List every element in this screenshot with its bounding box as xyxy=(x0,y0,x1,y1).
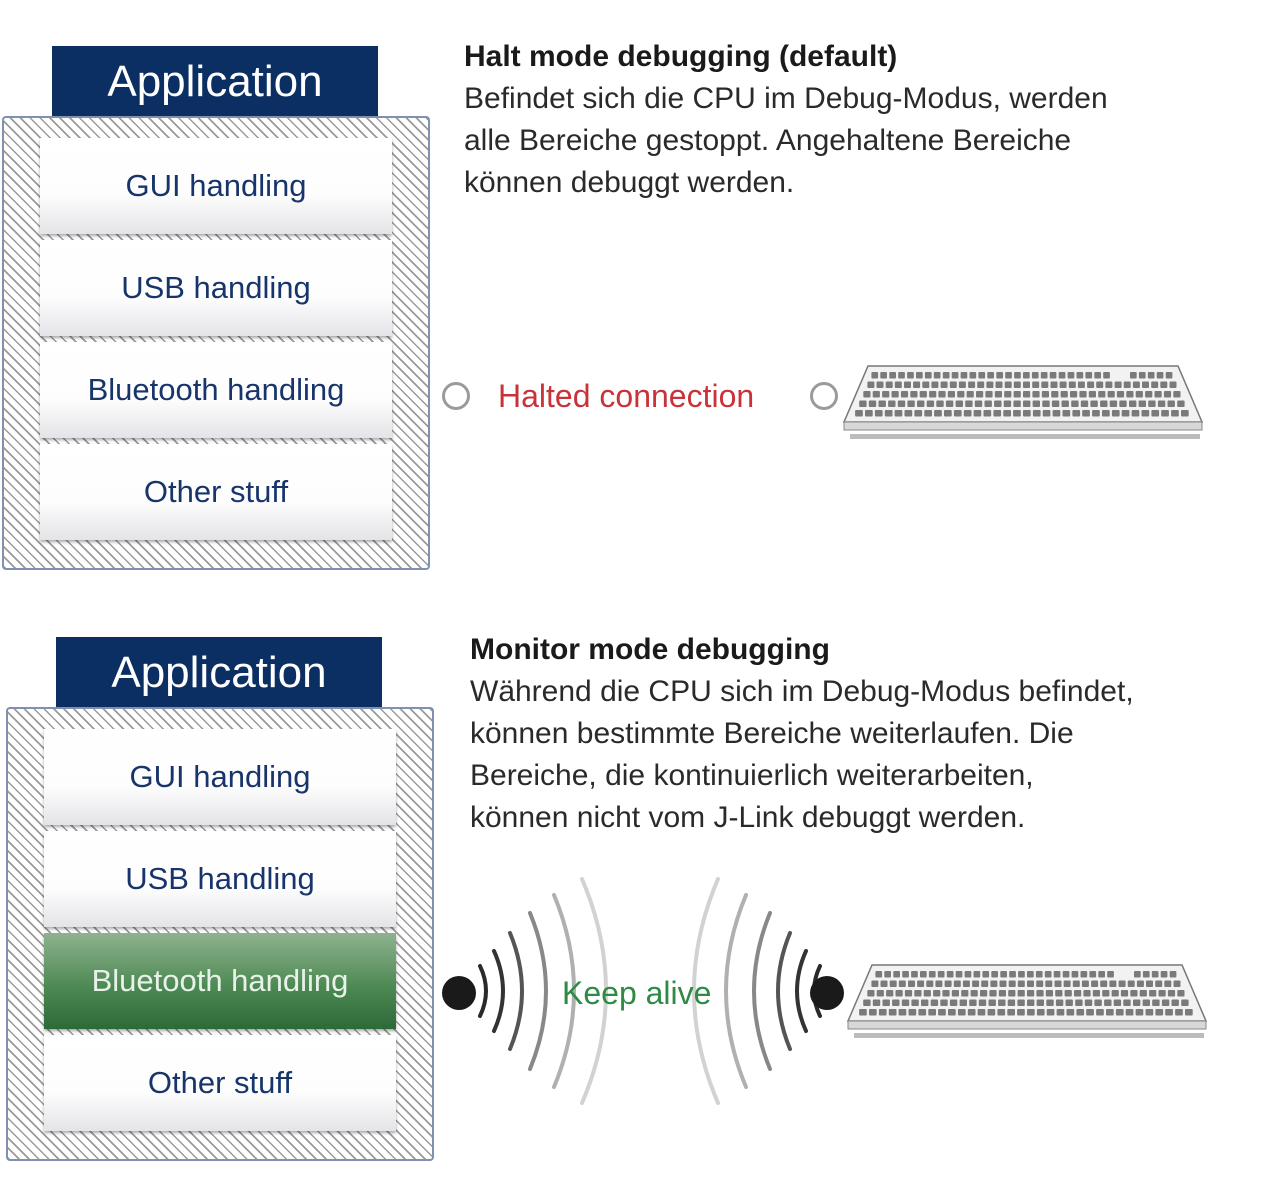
keep-alive-label: Keep alive xyxy=(562,975,712,1011)
keyboard-icon xyxy=(842,365,1204,439)
application-title: Application xyxy=(52,46,378,118)
description-line: können nicht vom J-Link debuggt werden. xyxy=(470,801,1026,834)
description-line: Bereiche, die kontinuierlich weiterarbei… xyxy=(470,759,1034,792)
hollow-circle-icon xyxy=(810,382,838,410)
module-other-stuff: Other stuff xyxy=(40,444,392,540)
application-title: Application xyxy=(56,637,382,709)
description-line: Befindet sich die CPU im Debug-Modus, we… xyxy=(464,82,1108,115)
filled-circle-icon xyxy=(810,976,844,1010)
hollow-circle-icon xyxy=(442,382,470,410)
description-line: können debuggt werden. xyxy=(464,166,795,199)
monitor-mode-description: Während die CPU sich im Debug-Modus befi… xyxy=(470,671,1134,839)
module-gui-handling: GUI handling xyxy=(40,138,392,234)
halt-mode-heading: Halt mode debugging (default) xyxy=(464,40,898,73)
halted-connection-label: Halted connection xyxy=(498,378,755,414)
application-frame: GUI handling USB handling Bluetooth hand… xyxy=(6,707,434,1161)
monitor-mode-panel: Application GUI handling USB handling Bl… xyxy=(0,595,1280,1190)
module-other-stuff: Other stuff xyxy=(44,1035,396,1131)
halt-mode-description: Befindet sich die CPU im Debug-Modus, we… xyxy=(464,78,1108,204)
filled-circle-icon xyxy=(442,976,476,1010)
signal-wave-icon xyxy=(478,877,822,1105)
description-line: Während die CPU sich im Debug-Modus befi… xyxy=(470,675,1134,708)
description-line: alle Bereiche gestoppt. Angehaltene Bere… xyxy=(464,124,1072,157)
module-usb-handling: USB handling xyxy=(44,831,396,927)
monitor-mode-heading: Monitor mode debugging xyxy=(470,633,830,666)
halt-mode-panel: Application GUI handling USB handling Bl… xyxy=(2,40,1204,570)
keyboard-icon xyxy=(846,964,1208,1038)
module-gui-handling: GUI handling xyxy=(44,729,396,825)
module-usb-handling: USB handling xyxy=(40,240,392,336)
application-frame: GUI handling USB handling Bluetooth hand… xyxy=(2,116,430,570)
description-line: können bestimmte Bereiche weiterlaufen. … xyxy=(470,717,1074,750)
module-bluetooth-handling-active: Bluetooth handling xyxy=(44,933,396,1029)
module-bluetooth-handling: Bluetooth handling xyxy=(40,342,392,438)
